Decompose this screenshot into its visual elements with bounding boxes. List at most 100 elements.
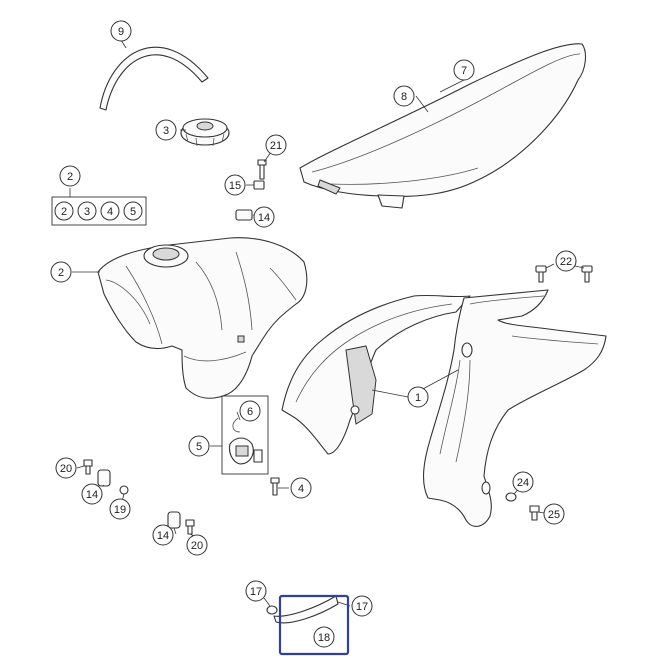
callout-number: 20 — [60, 463, 72, 475]
part-18-hose[interactable] — [273, 595, 339, 624]
callout-c4[interactable]: 4 — [290, 477, 312, 499]
part-14-bushing-middle[interactable] — [97, 469, 111, 487]
part-21-screw[interactable] — [257, 159, 267, 180]
callout-c21[interactable]: 21 — [265, 134, 287, 156]
callout-number: 15 — [229, 180, 241, 192]
callout-circle — [152, 524, 174, 546]
part-15-spacer[interactable] — [253, 180, 265, 190]
part-9-hose[interactable] — [99, 46, 209, 111]
callout-c7[interactable]: 7 — [453, 59, 475, 81]
kit-item-3[interactable]: 3 — [77, 201, 97, 221]
part-19-washer[interactable] — [119, 485, 129, 495]
part-17-clamp[interactable] — [266, 605, 278, 615]
callout-number: 6 — [247, 406, 253, 418]
part-25-screw[interactable] — [529, 505, 540, 521]
kit-item-2[interactable]: 2 — [54, 201, 74, 221]
callout-circle — [54, 201, 74, 221]
callout-c14a[interactable]: 14 — [253, 206, 275, 228]
callout-c20a[interactable]: 20 — [55, 457, 77, 479]
callout-circle — [239, 400, 261, 422]
callout-circle — [393, 85, 415, 107]
callout-number: 17 — [356, 601, 368, 613]
callout-number: 3 — [84, 206, 90, 218]
callout-number: 4 — [107, 206, 113, 218]
part-24-washer[interactable] — [505, 492, 517, 502]
callout-number: 7 — [461, 65, 467, 77]
kit-item-5[interactable]: 5 — [123, 201, 143, 221]
callout-number: 3 — [163, 125, 169, 137]
callout-number: 2 — [58, 267, 64, 279]
part-14-bushing-top[interactable] — [235, 209, 253, 221]
callout-circle — [50, 261, 72, 283]
callout-number: 24 — [517, 477, 529, 489]
part-3-filler-cap[interactable] — [180, 118, 230, 147]
callout-c6[interactable]: 6 — [239, 400, 261, 422]
callout-number: 9 — [118, 26, 124, 38]
callout-circle — [188, 435, 210, 457]
part-1-left-shroud[interactable] — [281, 294, 471, 455]
callout-number: 22 — [560, 256, 572, 268]
callout-number: 14 — [258, 212, 270, 224]
callout-c15[interactable]: 15 — [224, 174, 246, 196]
callout-circle — [55, 457, 77, 479]
callout-c17a[interactable]: 17 — [245, 580, 267, 602]
callout-circle — [543, 503, 565, 525]
callout-number: 21 — [270, 140, 282, 152]
part-4-screw[interactable] — [270, 477, 280, 496]
callout-number: 8 — [401, 91, 407, 103]
callout-circle — [59, 165, 81, 187]
callout-kit-2[interactable]: 2 — [59, 165, 81, 187]
part-22-screws[interactable] — [535, 265, 593, 283]
callout-number: 2 — [67, 171, 73, 183]
callout-circle — [313, 626, 335, 648]
callout-c18[interactable]: 18 — [313, 626, 335, 648]
part-20-screw-lower[interactable] — [185, 519, 195, 535]
callout-circle — [224, 174, 246, 196]
part-14-bushing-lower[interactable] — [167, 511, 181, 529]
callout-c19[interactable]: 19 — [109, 498, 131, 520]
callout-number: 17 — [250, 586, 262, 598]
part-2-fuel-tank[interactable] — [97, 237, 308, 399]
highlight-frame-18 — [278, 594, 350, 656]
callout-number: 19 — [114, 504, 126, 516]
callout-circle — [351, 595, 373, 617]
callout-c14c[interactable]: 14 — [152, 524, 174, 546]
callout-circle — [110, 20, 132, 42]
callout-c8[interactable]: 8 — [393, 85, 415, 107]
callout-number: 1 — [415, 392, 421, 404]
callout-c14b[interactable]: 14 — [81, 483, 103, 505]
callout-circle — [290, 477, 312, 499]
callout-circle — [77, 201, 97, 221]
callout-circle — [155, 119, 177, 141]
callout-circle — [245, 580, 267, 602]
callout-number: 4 — [298, 483, 304, 495]
callout-c3[interactable]: 3 — [155, 119, 177, 141]
callout-number: 2 — [61, 206, 67, 218]
callout-c24[interactable]: 24 — [512, 471, 534, 493]
callout-circle — [100, 201, 120, 221]
callout-circle — [265, 134, 287, 156]
callout-circle — [109, 498, 131, 520]
callout-c5[interactable]: 5 — [188, 435, 210, 457]
callout-c9[interactable]: 9 — [110, 20, 132, 42]
callout-circle — [407, 386, 429, 408]
callout-circle — [186, 534, 208, 556]
callout-number: 18 — [318, 632, 330, 644]
callout-c20b[interactable]: 20 — [186, 534, 208, 556]
callout-c22[interactable]: 22 — [555, 250, 577, 272]
kit-item-4[interactable]: 4 — [100, 201, 120, 221]
part-20-screw-upper[interactable] — [83, 459, 93, 475]
callout-c1[interactable]: 1 — [407, 386, 429, 408]
part-1-right-shroud[interactable] — [422, 289, 607, 527]
part-5-fuel-tap-group[interactable] — [221, 395, 269, 475]
callout-number: 5 — [196, 441, 202, 453]
callout-c25[interactable]: 25 — [543, 503, 565, 525]
callout-c2[interactable]: 2 — [50, 261, 72, 283]
callout-c17b[interactable]: 17 — [351, 595, 373, 617]
callout-number: 25 — [548, 509, 560, 521]
part-7-seat[interactable] — [299, 43, 587, 209]
callout-number: 14 — [157, 530, 169, 542]
